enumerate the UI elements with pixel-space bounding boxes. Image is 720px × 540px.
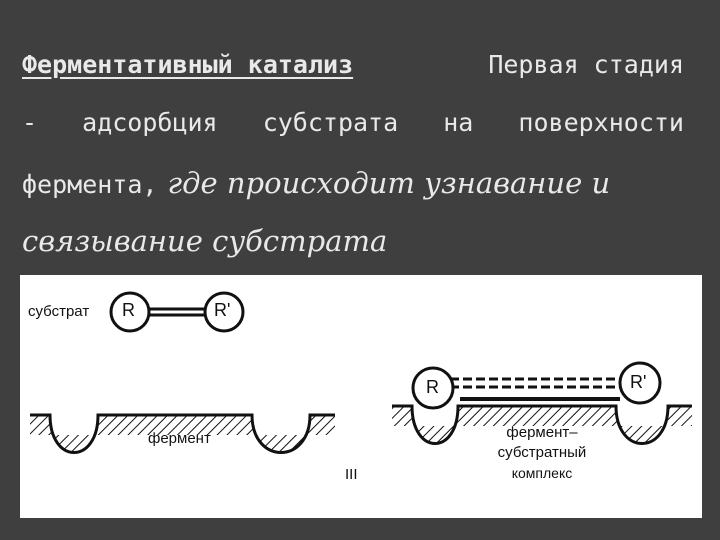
line-2: - адсорбция субстрата на поверхности <box>22 108 684 166</box>
complex-label-1: фермент– <box>506 424 578 441</box>
stage-mark: III <box>345 466 358 483</box>
free-substrate <box>109 291 245 333</box>
word: адсорбция <box>82 108 218 137</box>
word: поверхности <box>518 108 684 137</box>
atom-r-prime-label: R' <box>630 372 647 392</box>
slide-text: Ферментативный катализ Первая стадия - а… <box>22 50 684 282</box>
stage-text: Первая стадия <box>488 50 684 79</box>
line-3: фермента, где происходит узнавание и <box>22 166 684 224</box>
line3-plain: фермента, <box>22 170 158 199</box>
word: - <box>22 108 38 137</box>
adsorption-diagram <box>30 291 692 454</box>
line-1: Ферментативный катализ Первая стадия <box>22 50 684 108</box>
enzyme-substrate-complex <box>392 361 692 445</box>
adsorption-figure: субстрат R R' фермент III R R' фермент– … <box>20 275 702 518</box>
complex-label-2: субстратный <box>497 444 587 461</box>
atom-r-prime-label: R' <box>214 300 231 320</box>
atom-r-label: R <box>122 300 135 320</box>
r-atom-circle <box>109 291 151 333</box>
r-prime-atom-circle <box>618 361 662 405</box>
word: на <box>443 108 474 137</box>
line4-italic: связывание субстрата <box>22 224 388 258</box>
complex-label-3: комплекс <box>511 465 573 481</box>
atom-r-label: R <box>426 377 439 397</box>
line3-italic: где происходит узнавание и <box>167 166 611 200</box>
r-prime-atom-circle <box>203 291 245 333</box>
enzyme-surface <box>30 413 335 454</box>
substrate-label: субстрат <box>28 303 90 320</box>
line-4: связывание субстрата <box>22 224 684 282</box>
enzyme-label: фермент <box>148 430 211 447</box>
slide-title: Ферментативный катализ <box>22 50 354 79</box>
word: субстрата <box>262 108 399 137</box>
r-atom-circle <box>411 366 455 410</box>
